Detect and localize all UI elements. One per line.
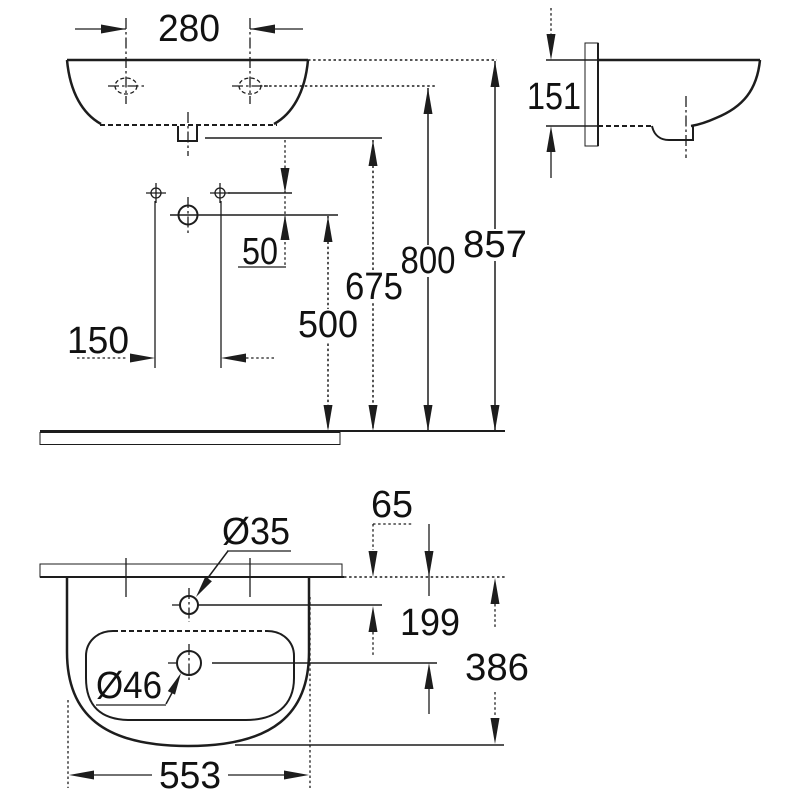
wall-line-side xyxy=(584,42,599,147)
dim-label-500: 500 xyxy=(298,304,358,346)
dim-label-50: 50 xyxy=(242,231,278,273)
drain-boss xyxy=(651,125,694,141)
basin-front-outline xyxy=(65,58,310,126)
dim-50: 50 xyxy=(238,140,290,273)
dim-label-151: 151 xyxy=(527,76,581,118)
basin-plan-outline xyxy=(65,577,311,748)
dim-280: 280 xyxy=(75,8,303,50)
basin-side-outline xyxy=(546,58,762,158)
front-view: 280 xyxy=(39,8,528,445)
side-view: 151 xyxy=(527,8,762,178)
fixing-hole-left xyxy=(146,183,166,368)
dim-675: 675 xyxy=(343,140,405,431)
dim-150: 150 xyxy=(67,320,276,363)
wall-hatch-side xyxy=(584,42,599,147)
floor-hatch xyxy=(39,432,341,445)
fixing-hole-right xyxy=(210,183,230,368)
tap-hole-plan xyxy=(172,588,382,622)
dia-label-35: Ø35 xyxy=(222,511,290,553)
label-dia-46: Ø46 xyxy=(96,665,181,707)
dim-label-199: 199 xyxy=(400,602,460,644)
dim-151: 151 xyxy=(527,8,581,178)
dim-65: 65 xyxy=(368,484,413,655)
drain-outlet xyxy=(177,112,198,156)
dim-label-150: 150 xyxy=(67,320,129,362)
dim-553: 553 xyxy=(69,755,309,797)
tap-hole-right xyxy=(232,18,268,104)
dim-label-65: 65 xyxy=(371,484,413,526)
dim-857: 857 xyxy=(462,61,528,431)
plan-view: Ø35 Ø46 65 199 xyxy=(39,484,529,797)
floor-line xyxy=(39,430,505,445)
label-dia-35: Ø35 xyxy=(196,511,291,597)
dim-199: 199 xyxy=(400,524,460,714)
wall-line-plan xyxy=(39,558,505,597)
tap-hole-left xyxy=(108,18,144,104)
wall-hatch-plan xyxy=(39,563,343,578)
dim-label-800: 800 xyxy=(401,240,456,282)
dim-label-675: 675 xyxy=(345,266,403,308)
dim-386: 386 xyxy=(465,578,529,744)
dim-label-857: 857 xyxy=(463,224,527,266)
drain-hole-plan xyxy=(168,644,437,682)
dim-label-386: 386 xyxy=(465,647,529,689)
extension-lines-front xyxy=(170,59,497,216)
dia-label-46: Ø46 xyxy=(96,665,162,707)
inner-bowl-outline xyxy=(85,630,295,721)
dim-label-280: 280 xyxy=(158,8,220,50)
dim-label-553: 553 xyxy=(159,755,221,797)
dim-500: 500 xyxy=(297,216,359,431)
dim-800: 800 xyxy=(397,88,459,431)
